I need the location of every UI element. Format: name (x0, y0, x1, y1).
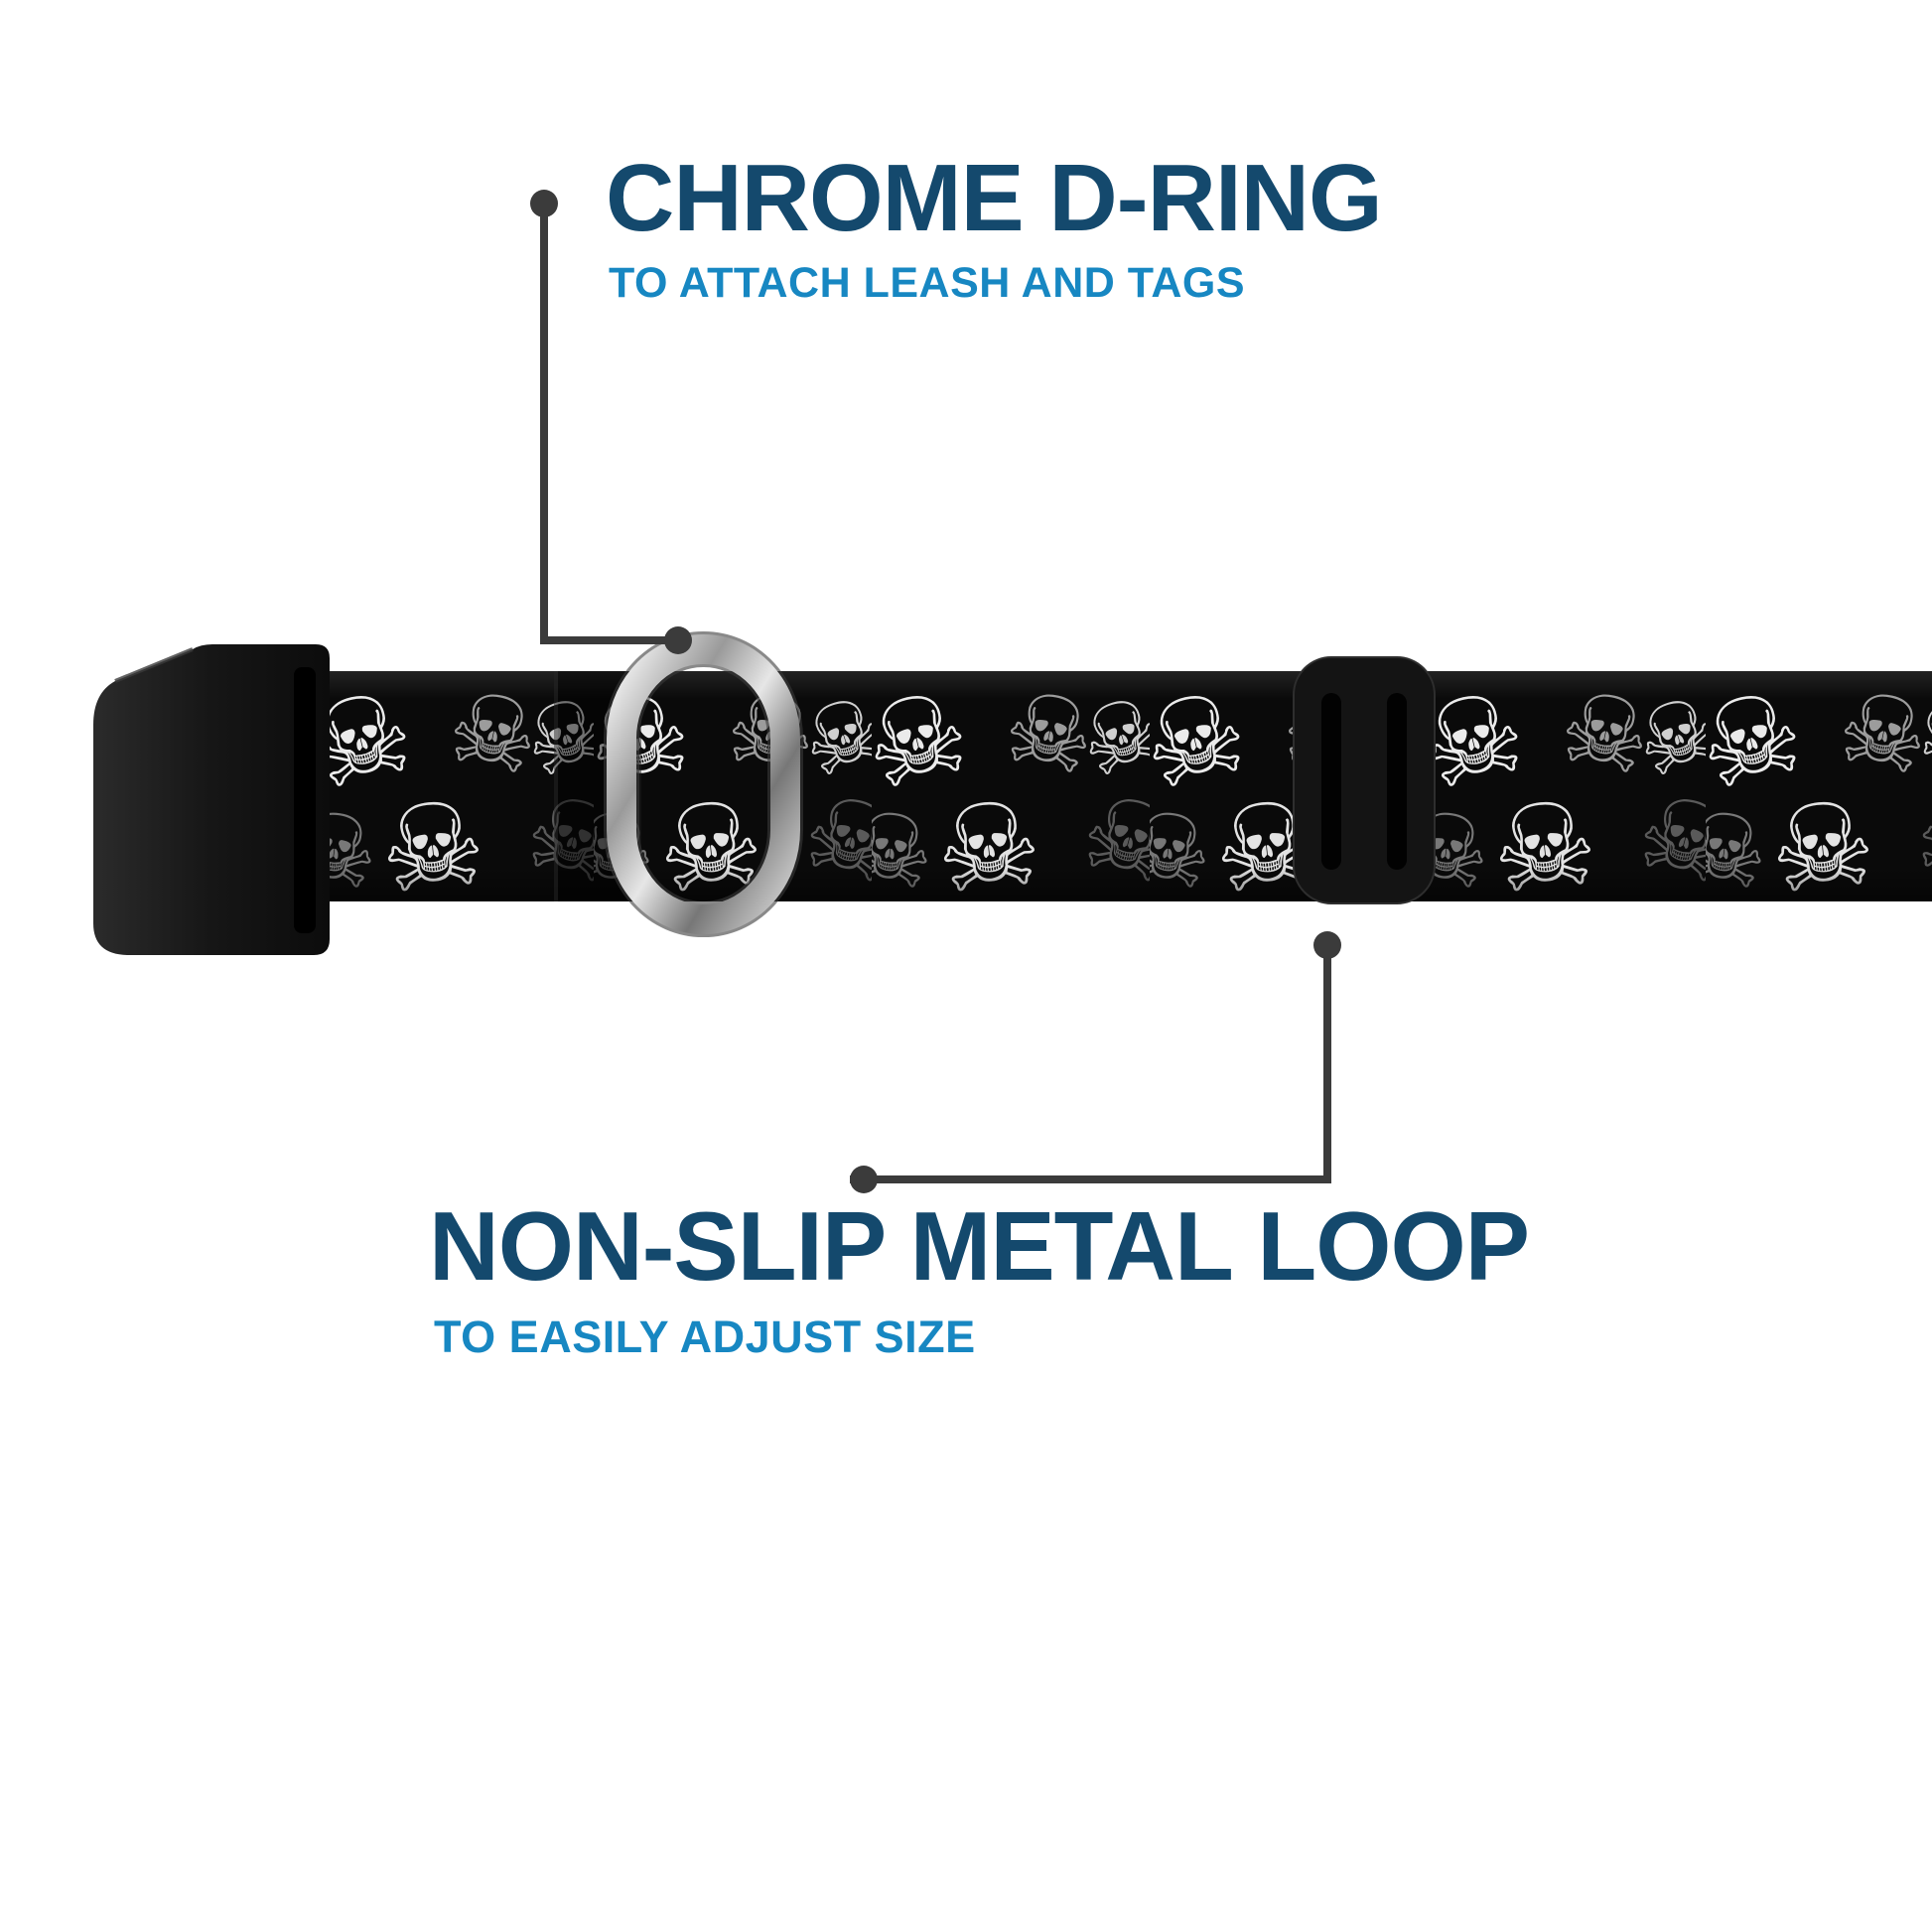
bottom-callout-subtitle: TO EASILY ADJUST SIZE (434, 1311, 976, 1362)
buckle-slot (294, 667, 316, 933)
chrome-d-ring (604, 631, 803, 937)
non-slip-metal-loop (1293, 656, 1436, 904)
collar-strap: ☠ ☠ ☠ ☠ ☠ ☠ (316, 671, 1932, 901)
top-callout-subtitle: TO ATTACH LEASH AND TAGS (609, 259, 1246, 307)
callout-dot (850, 1166, 878, 1193)
callout-line (850, 1175, 1331, 1183)
callout-dot (664, 626, 692, 654)
callout-line (1323, 945, 1331, 1183)
callout-line (540, 204, 548, 644)
top-callout-title: CHROME D-RING (606, 145, 1383, 251)
callout-line (542, 636, 681, 644)
bottom-callout-title: NON-SLIP METAL LOOP (429, 1191, 1530, 1301)
buckle (93, 644, 330, 955)
